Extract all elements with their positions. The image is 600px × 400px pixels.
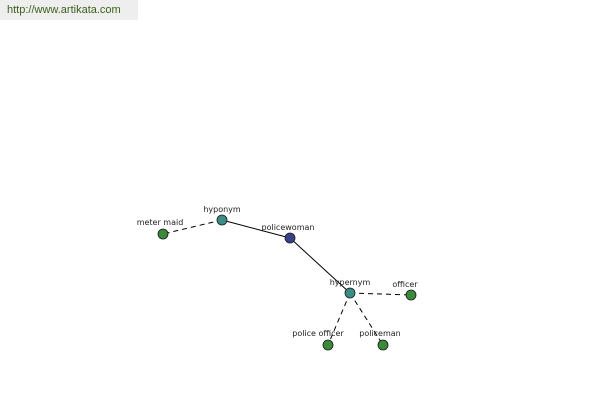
node-hyponym[interactable]: hyponym — [203, 205, 241, 226]
term-node-marker[interactable] — [157, 228, 169, 240]
node-hypernym[interactable]: hypernym — [330, 278, 371, 299]
edges-layer — [162, 219, 412, 346]
term-node-marker[interactable] — [405, 289, 417, 301]
node-meter-maid[interactable]: meter maid — [137, 218, 184, 240]
edge-hypernym-policeman — [349, 292, 384, 346]
node-label-policeman: policeman — [359, 329, 401, 338]
edge-hypernym-police-officer — [327, 292, 351, 346]
node-label-hyponym: hyponym — [203, 205, 241, 214]
node-policewoman[interactable]: policewoman — [262, 223, 315, 244]
edge-hypernym-officer — [349, 292, 412, 296]
node-label-officer: officer — [392, 280, 418, 289]
center-node-marker[interactable] — [284, 232, 296, 244]
edge-policewoman-hypernym — [289, 237, 351, 294]
term-node-marker[interactable] — [377, 339, 389, 351]
term-node-marker[interactable] — [322, 339, 334, 351]
node-officer[interactable]: officer — [392, 280, 418, 301]
edge-hyponym-meter-maid — [162, 219, 223, 235]
relation-node-marker[interactable] — [344, 287, 356, 299]
relation-node-marker[interactable] — [216, 214, 228, 226]
node-policeman[interactable]: policeman — [359, 329, 401, 351]
node-label-hypernym: hypernym — [330, 278, 371, 287]
nodes-layer: policewoman hyponym hypernym meter maid offi… — [137, 205, 418, 351]
source-url-banner[interactable]: http://www.artikata.com — [0, 0, 138, 20]
node-label-meter-maid: meter maid — [137, 218, 184, 227]
node-label-police-officer: police officer — [292, 329, 344, 338]
edge-policewoman-hyponym — [221, 219, 291, 239]
node-label-policewoman: policewoman — [262, 223, 315, 232]
node-police-officer[interactable]: police officer — [292, 329, 344, 351]
